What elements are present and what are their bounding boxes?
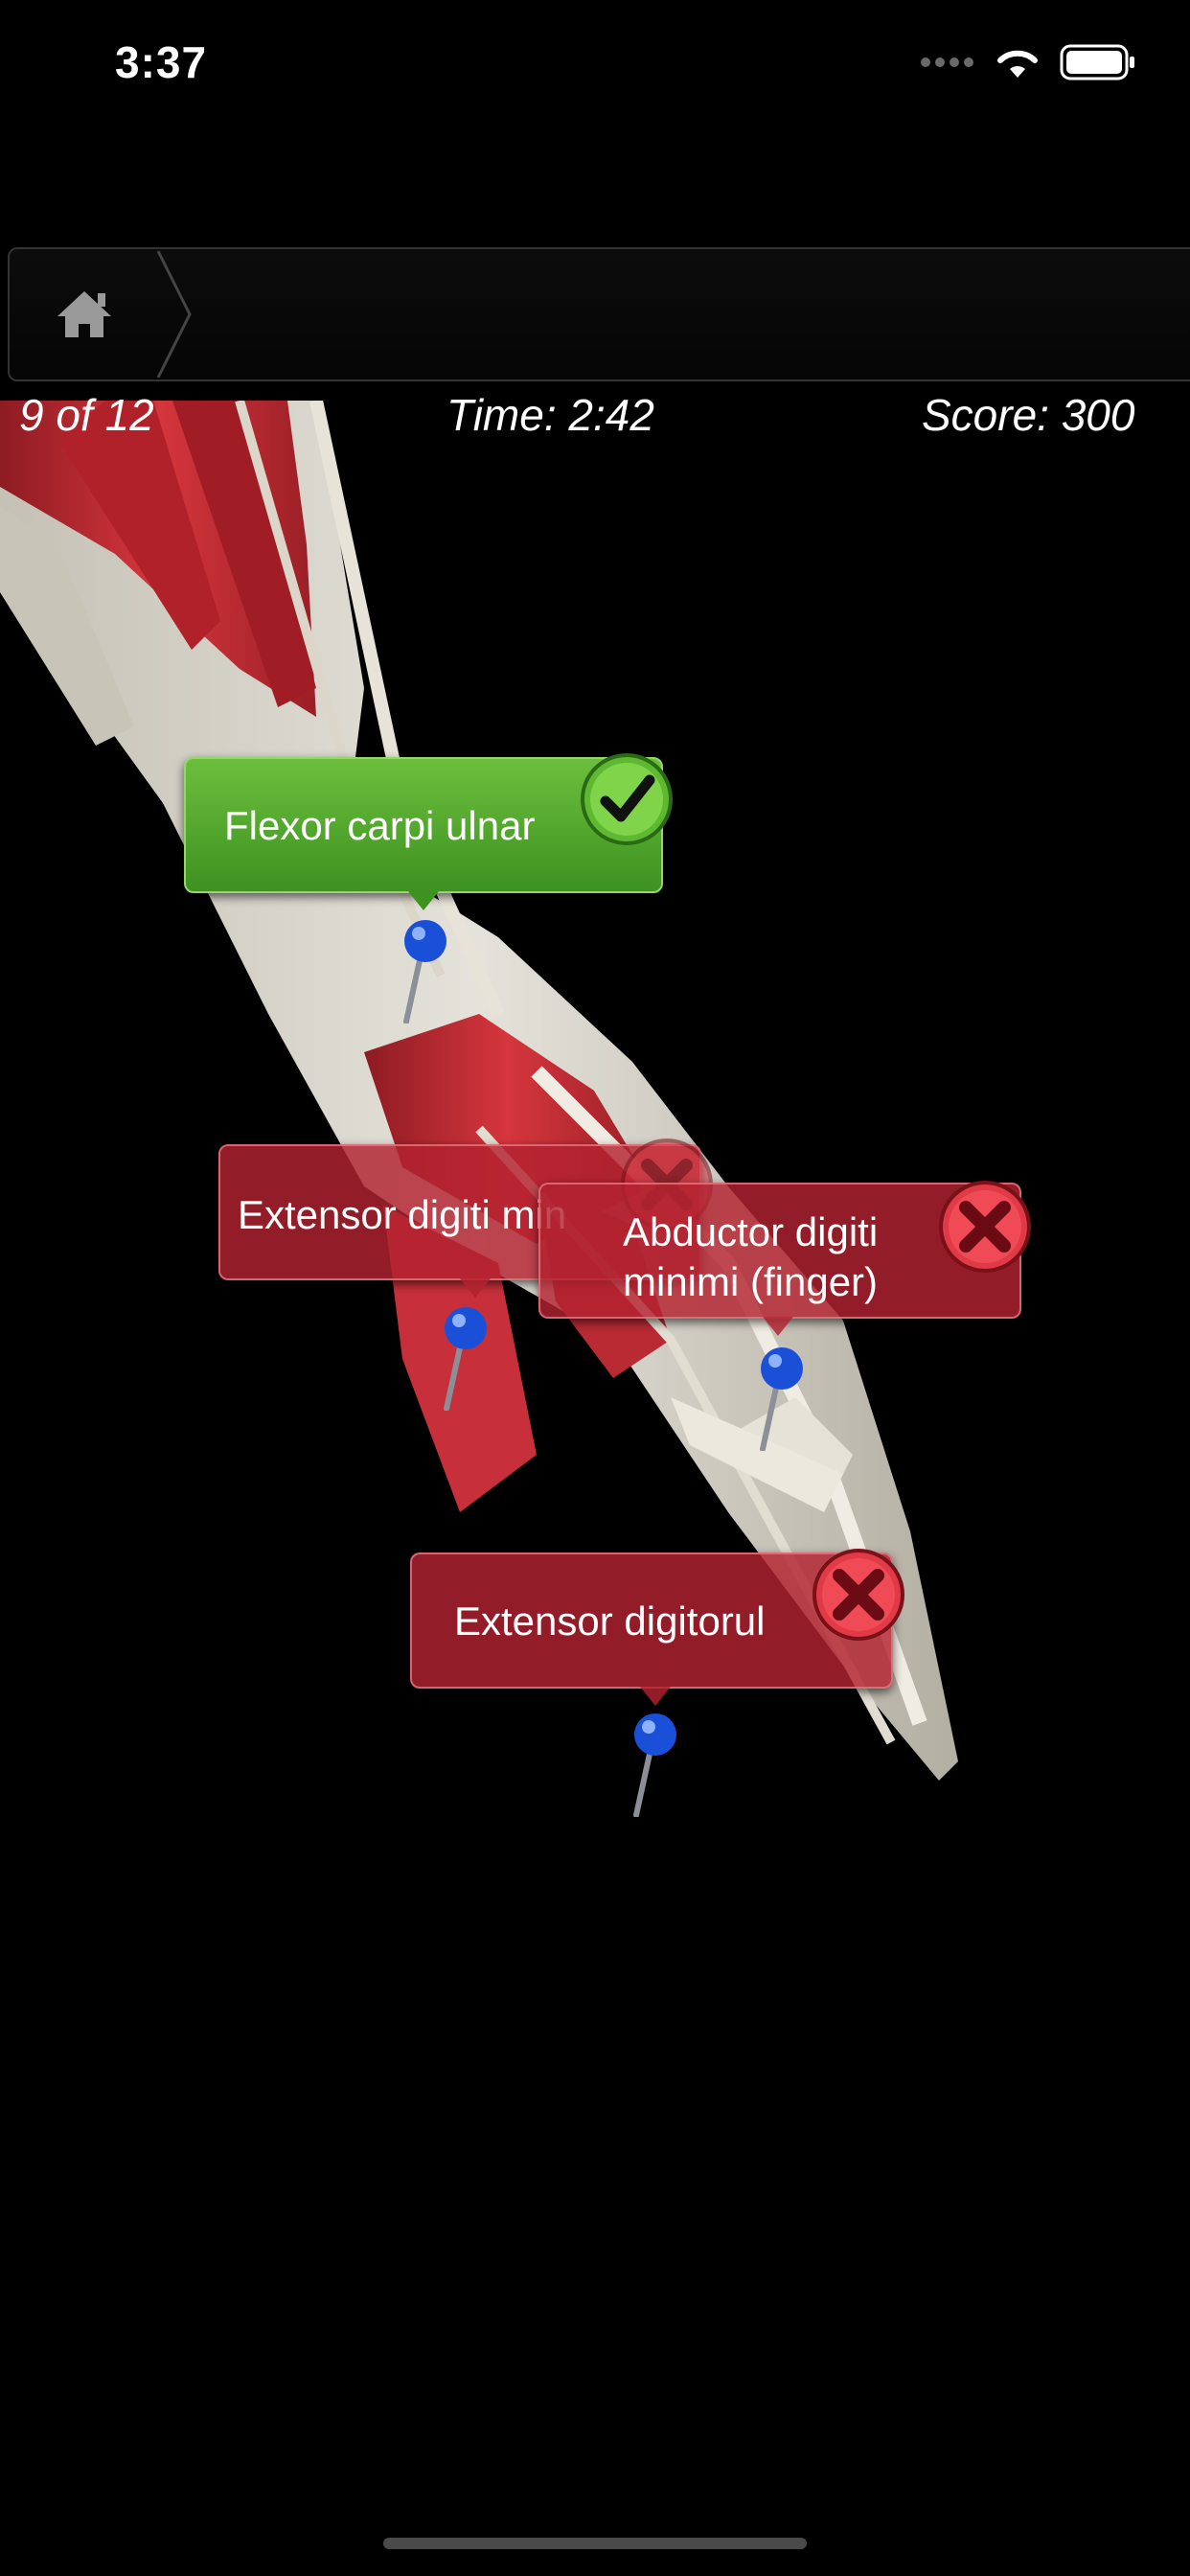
answer-label-1[interactable]: Flexor carpi ulnar bbox=[184, 757, 663, 910]
pin-4[interactable] bbox=[623, 1712, 680, 1817]
answer-label-1-text: Flexor carpi ulnar bbox=[224, 803, 536, 848]
pin-1[interactable] bbox=[393, 918, 450, 1024]
battery-icon bbox=[1060, 44, 1134, 80]
answer-label-3[interactable]: Abductor digiti minimi (finger) bbox=[538, 1183, 1021, 1336]
home-icon bbox=[57, 250, 192, 379]
answer-label-2-text: Extensor digiti min bbox=[238, 1192, 567, 1237]
wifi-icon bbox=[997, 50, 1038, 78]
timer: Time: 2:42 bbox=[446, 390, 654, 440]
x-icon bbox=[939, 1181, 1031, 1273]
answer-label-4[interactable]: Extensor digitorul bbox=[410, 1552, 893, 1706]
home-indicator[interactable] bbox=[383, 2538, 807, 2549]
score: Score: 300 bbox=[922, 390, 1135, 440]
home-button[interactable] bbox=[10, 249, 192, 380]
status-time: 3:37 bbox=[115, 37, 208, 87]
checkmark-icon bbox=[581, 753, 673, 845]
x-icon bbox=[812, 1549, 904, 1641]
pin-2[interactable] bbox=[433, 1305, 491, 1411]
signal-icon bbox=[921, 58, 973, 67]
answer-label-4-text: Extensor digitorul bbox=[454, 1598, 766, 1644]
pin-3[interactable] bbox=[749, 1346, 807, 1451]
status-bar: 3:37 bbox=[0, 0, 1190, 134]
question-progress: 9 of 12 bbox=[19, 390, 154, 440]
status-icons bbox=[920, 44, 1136, 80]
answer-label-3-text: Abductor digiti minimi (finger) bbox=[623, 1209, 879, 1304]
quiz-status-bar: 9 of 12 Time: 2:42 Score: 300 bbox=[0, 389, 1190, 447]
breadcrumb-bar bbox=[8, 247, 1190, 381]
